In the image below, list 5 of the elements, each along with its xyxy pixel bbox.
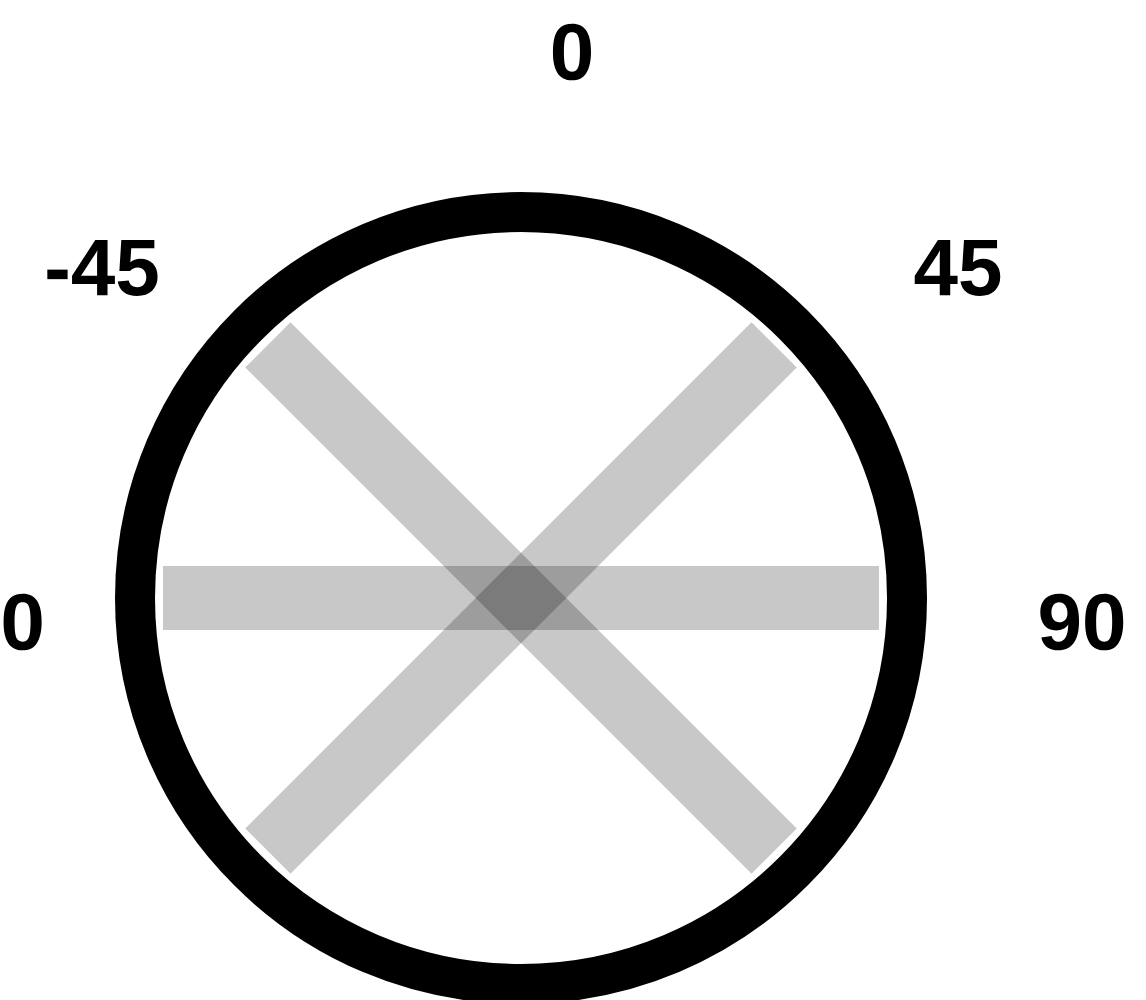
angle-label: 0	[3, 593, 42, 651]
angle-label: 45	[914, 240, 1001, 296]
angle-label: 0	[552, 23, 591, 81]
angle-label: 90	[1040, 593, 1124, 651]
angle-label: -45	[47, 240, 158, 296]
